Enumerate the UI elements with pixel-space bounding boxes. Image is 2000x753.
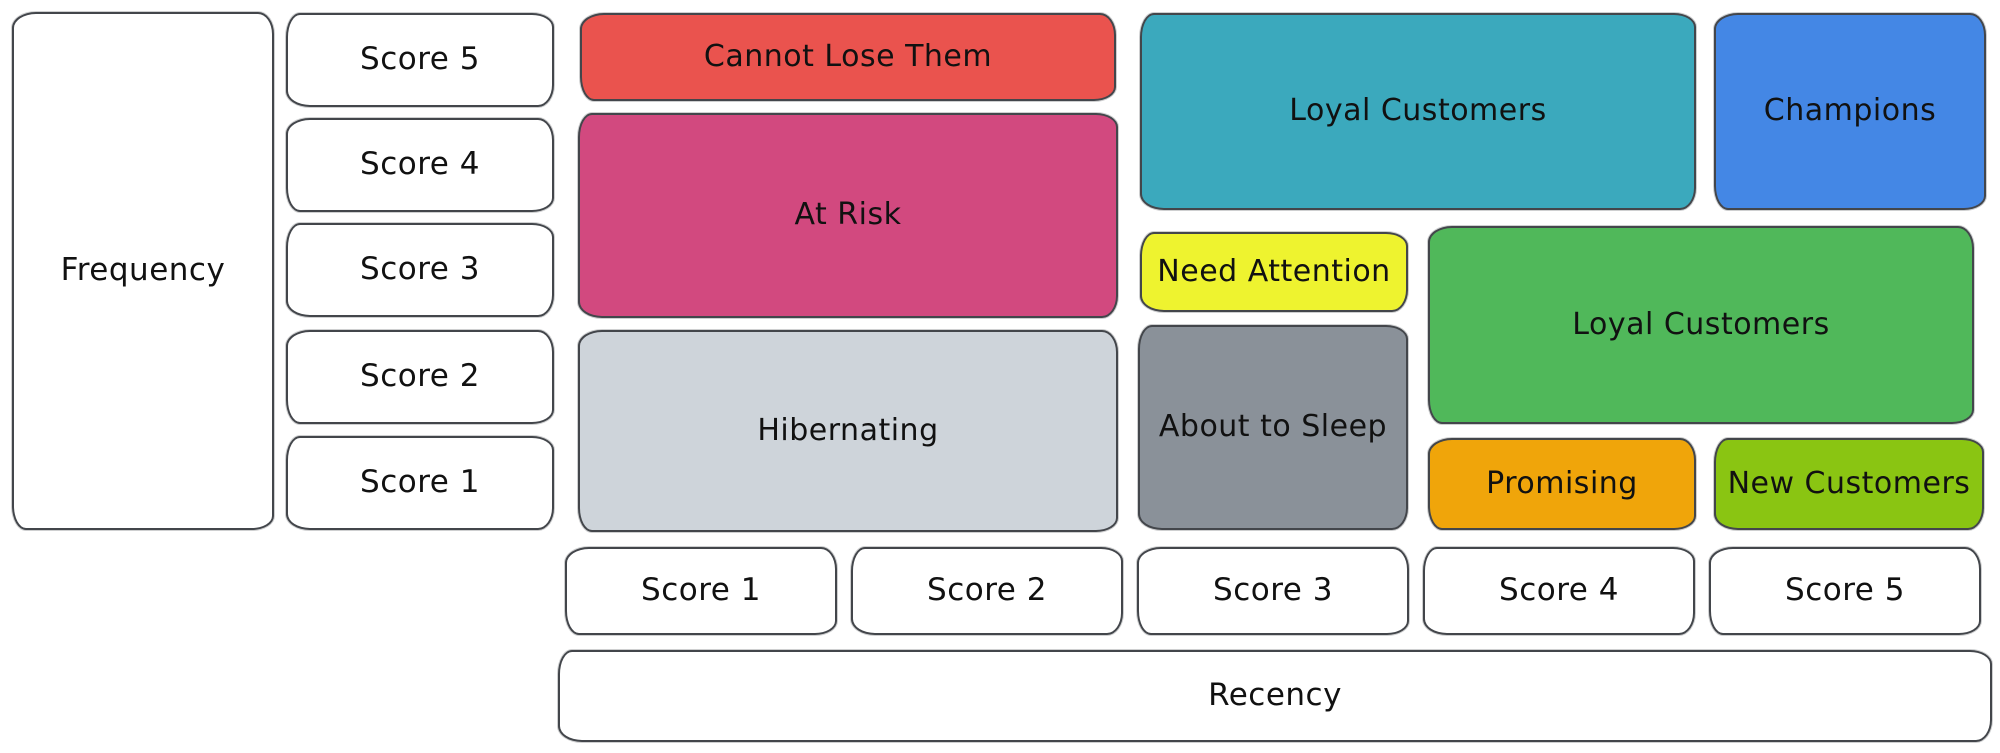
recency-score-3-box: Score 3 (1137, 547, 1409, 635)
segment-champions-label: Champions (1763, 93, 1937, 129)
frequency-score-2-box: Score 2 (286, 330, 554, 424)
frequency-score-2-label: Score 2 (360, 358, 480, 395)
segment-loyal-customers-top-label: Loyal Customers (1289, 93, 1547, 129)
frequency-score-1-label: Score 1 (360, 464, 480, 501)
recency-score-2-box: Score 2 (851, 547, 1123, 635)
segment-champions: Champions (1714, 13, 1986, 210)
frequency-score-4-label: Score 4 (360, 146, 480, 183)
segment-about-to-sleep-label: About to Sleep (1158, 409, 1388, 445)
frequency-score-3-label: Score 3 (360, 251, 480, 288)
segment-new-customers: New Customers (1714, 438, 1984, 530)
recency-score-2-label: Score 2 (927, 572, 1047, 609)
frequency-score-4-box: Score 4 (286, 118, 554, 212)
recency-score-4-label: Score 4 (1499, 572, 1619, 609)
recency-axis-label-box: Recency (558, 650, 1992, 742)
recency-score-5-box: Score 5 (1709, 547, 1981, 635)
segment-promising-label: Promising (1486, 465, 1638, 501)
frequency-axis-label: Frequency (60, 252, 226, 289)
segment-hibernating: Hibernating (578, 330, 1118, 532)
segment-about-to-sleep: About to Sleep (1138, 325, 1408, 530)
recency-score-5-label: Score 5 (1785, 572, 1905, 609)
segment-at-risk: At Risk (578, 113, 1118, 318)
segment-need-attention: Need Attention (1140, 232, 1408, 312)
segment-new-customers-label: New Customers (1727, 465, 1971, 501)
segment-cannot-lose-them-label: Cannot Lose Them (703, 38, 993, 74)
frequency-axis-label-box: Frequency (12, 12, 274, 530)
recency-score-1-label: Score 1 (641, 572, 761, 609)
segment-cannot-lose-them: Cannot Lose Them (580, 13, 1116, 101)
recency-score-3-label: Score 3 (1213, 572, 1333, 609)
segment-need-attention-label: Need Attention (1157, 253, 1391, 289)
frequency-score-1-box: Score 1 (286, 436, 554, 530)
segment-promising: Promising (1428, 438, 1696, 530)
segment-loyal-customers-top: Loyal Customers (1140, 13, 1696, 210)
segment-at-risk-label: At Risk (794, 197, 902, 233)
frequency-score-5-label: Score 5 (360, 41, 480, 78)
recency-axis-label: Recency (1208, 677, 1342, 714)
recency-score-4-box: Score 4 (1423, 547, 1695, 635)
segment-loyal-customers-mid: Loyal Customers (1428, 226, 1974, 424)
frequency-score-5-box: Score 5 (286, 13, 554, 107)
frequency-score-3-box: Score 3 (286, 223, 554, 317)
segment-loyal-customers-mid-label: Loyal Customers (1572, 306, 1830, 342)
recency-score-1-box: Score 1 (565, 547, 837, 635)
segment-hibernating-label: Hibernating (757, 412, 939, 448)
